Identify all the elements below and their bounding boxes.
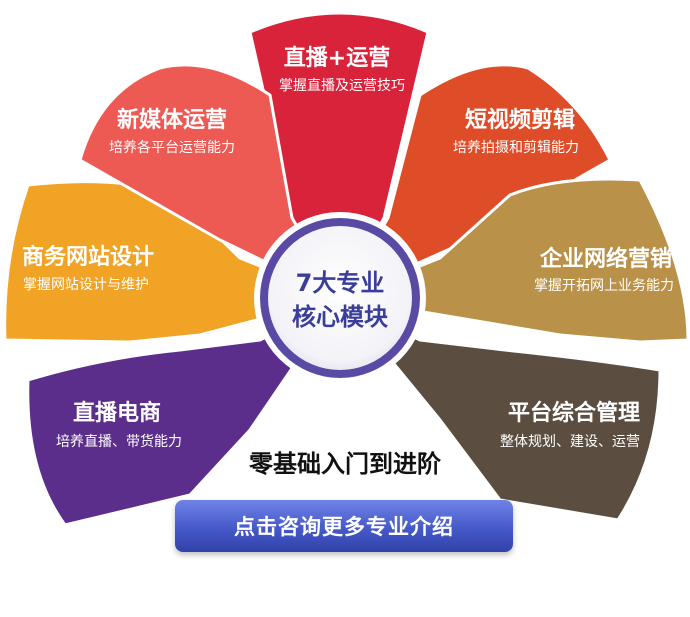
module-title-short-video: 短视频剪辑 — [465, 107, 575, 133]
module-petals — [3, 11, 690, 527]
module-subtitle-platform-management: 整体规划、建设、运营 — [500, 434, 640, 450]
center-disc — [268, 226, 412, 370]
module-subtitle-enterprise-marketing: 掌握开拓网上业务能力 — [534, 278, 674, 294]
center-hub: 7大专业 核心模块 — [254, 212, 426, 384]
consult-button-label: 点击咨询更多专业介绍 — [234, 515, 454, 539]
module-subtitle-short-video: 培养拍摄和剪辑能力 — [453, 140, 579, 156]
center-title-line1: 7大专业 — [296, 269, 385, 297]
petal-short-video — [338, 63, 612, 300]
petal-live-ops — [248, 11, 430, 300]
module-title-live-commerce: 直播电商 — [73, 400, 161, 426]
module-title-live-ops: 直播+运营 — [284, 45, 390, 71]
module-title-platform-management: 平台综合管理 — [508, 400, 640, 426]
module-subtitle-live-commerce: 培养直播、带货能力 — [56, 433, 182, 450]
petal-enterprise-marketing — [338, 177, 690, 344]
petal-platform-management — [338, 296, 662, 522]
module-subtitle-live-ops: 掌握直播及运营技巧 — [279, 77, 405, 94]
module-subtitle-new-media: 培养各平台运营能力 — [109, 140, 235, 156]
module-title-enterprise-marketing: 企业网络营销 — [539, 246, 672, 272]
module-title-new-media: 新媒体运营 — [117, 107, 227, 133]
petal-new-media — [78, 63, 342, 300]
consult-button[interactable]: 点击咨询更多专业介绍 — [175, 500, 513, 552]
module-subtitle-website-design: 掌握网站设计与维护 — [23, 277, 149, 293]
tagline: 零基础入门到进阶 — [248, 450, 441, 478]
module-labels: 直播+运营 掌握直播及运营技巧 短视频剪辑 培养拍摄和剪辑能力 企业网络营销 掌… — [22, 45, 674, 450]
module-title-website-design: 商务网站设计 — [22, 244, 154, 270]
petal-live-commerce — [26, 296, 342, 527]
center-title-line2: 核心模块 — [292, 303, 388, 331]
